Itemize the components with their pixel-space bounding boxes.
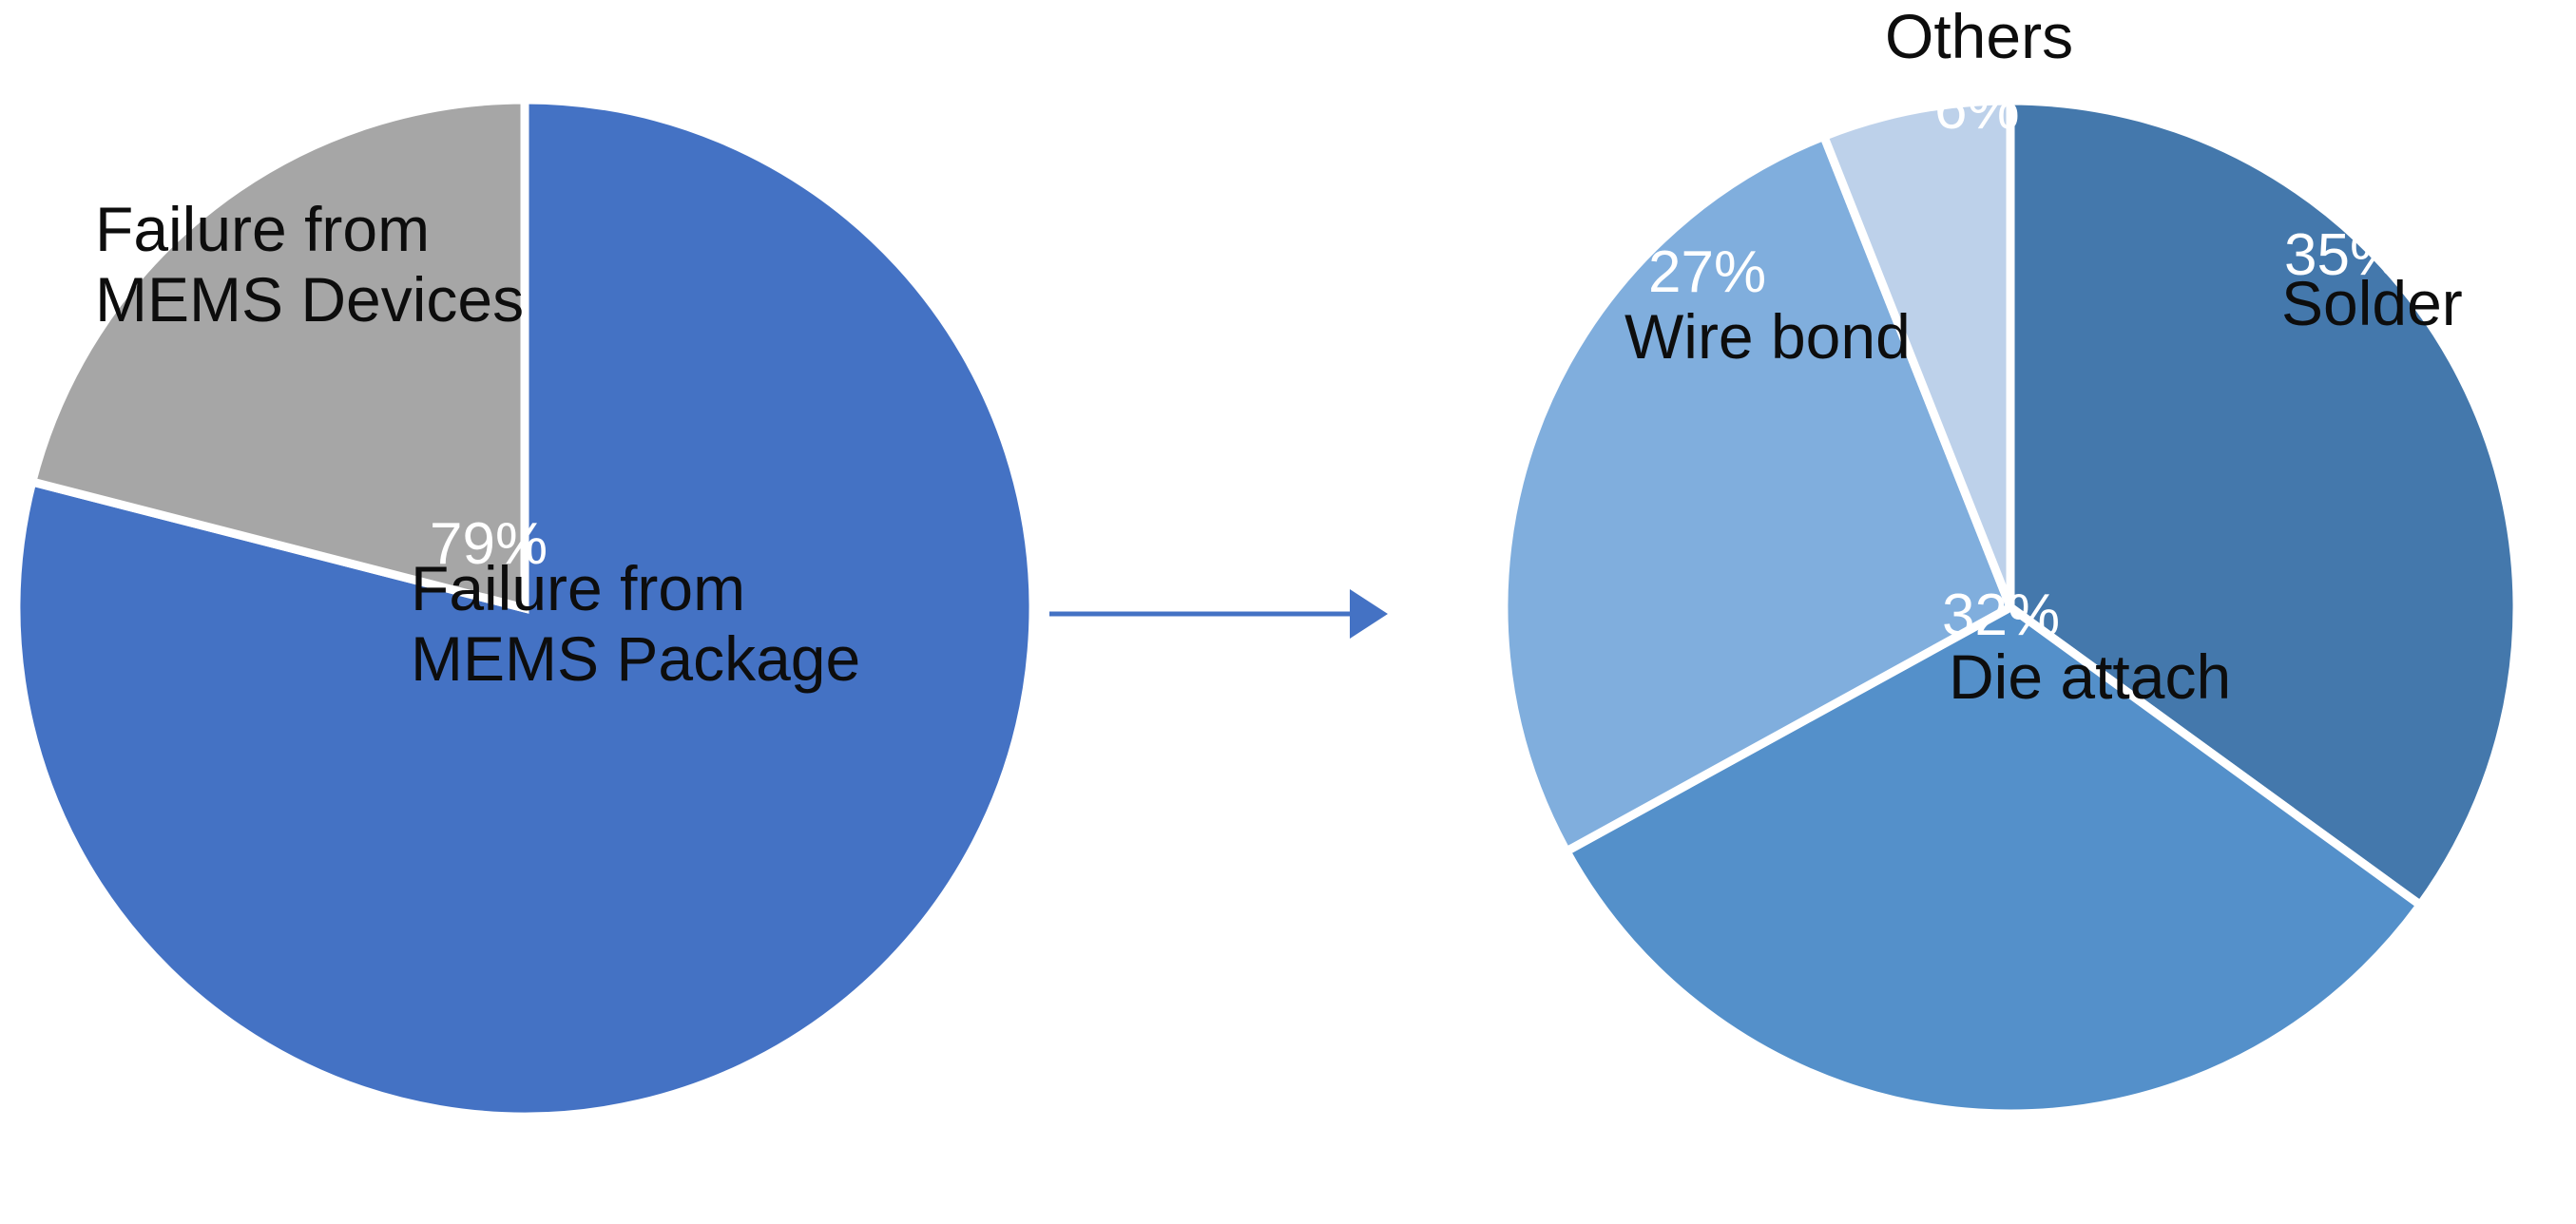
slice-value-others: 6% [1934, 76, 2020, 142]
slice-label-line-2: MEMS Devices [95, 263, 525, 335]
slice-value-failure-from-mems-devices: 21% [112, 126, 231, 192]
slice-label-wire-bond: Wire bond [1624, 301, 1911, 372]
slice-label-line-1: Failure from [95, 194, 431, 264]
slice-value-failure-from-mems-package: 79% [430, 511, 548, 577]
slice-label-line-2: MEMS Package [411, 622, 861, 694]
slice-value-die-attach: 32% [1942, 583, 2061, 648]
slice-value-solder: 35% [2284, 222, 2403, 288]
slice-label-line-1: Failure from [411, 553, 746, 623]
slice-label-solder: Solder [2281, 268, 2463, 338]
slice-label-die-attach: Die attach [1949, 641, 2232, 712]
arrow-right-icon [1049, 589, 1388, 639]
pie-slice-solder[interactable] [2006, 96, 2522, 911]
slice-value-wire-bond: 27% [1648, 239, 1767, 305]
slice-label-others: Others [1885, 1, 2074, 71]
